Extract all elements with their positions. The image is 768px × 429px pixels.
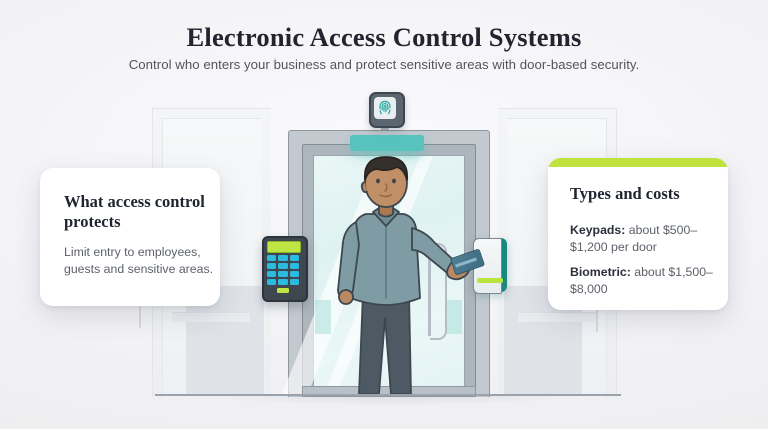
keypad-key[interactable] (289, 263, 299, 269)
info-card-access-protection: What access control protects Limit entry… (40, 168, 220, 306)
floor-line (155, 394, 621, 396)
left-card-connector (139, 306, 141, 328)
glass-tint-left (315, 300, 331, 334)
left-card-body: Limit entry to employees, guests and sen… (64, 245, 214, 277)
keypad-key[interactable] (267, 271, 277, 277)
left-ledge (172, 312, 250, 322)
cost-row-keypads-value: about $500–$1,200 per door (570, 223, 698, 255)
fingerprint-icon (374, 97, 396, 119)
floor-shadow (200, 396, 580, 406)
page-subtitle: Control who enters your business and pro… (128, 57, 640, 72)
page-title: Electronic Access Control Systems (186, 22, 582, 52)
door-handle-bar (428, 243, 431, 336)
cost-row-biometric-label: Biometric: (570, 265, 631, 279)
keypad-key[interactable] (289, 271, 299, 277)
cost-row-keypads: Keypads: about $500–$1,200 per door (570, 222, 722, 257)
door-handle[interactable] (430, 243, 447, 340)
keypad-enter-key[interactable] (277, 288, 289, 293)
right-card-connector (596, 310, 598, 332)
cost-row-biometric-value: about $1,500–$8,000 (570, 265, 713, 297)
keypad-display (267, 241, 301, 253)
card-reader-led (477, 278, 503, 283)
glass-tint-right (447, 300, 462, 334)
door-threshold (302, 386, 476, 397)
card-accent-bar (548, 158, 728, 167)
keypad-key[interactable] (267, 263, 277, 269)
keypad-key[interactable] (278, 263, 288, 269)
sensor-glow (344, 148, 430, 164)
keypad-key[interactable] (278, 271, 288, 277)
right-card-heading: Types and costs (570, 184, 680, 203)
left-card-heading: What access control protects (64, 192, 205, 232)
keypad-key-grid[interactable] (267, 255, 299, 285)
keypad-key[interactable] (267, 255, 277, 261)
keypad-key[interactable] (278, 255, 288, 261)
keypad-key[interactable] (289, 255, 299, 261)
cost-row-biometric: Biometric: about $1,500–$8,000 (570, 264, 722, 299)
keypad-key[interactable] (278, 279, 288, 285)
door-sensor-bar (350, 135, 424, 151)
keypad-key[interactable] (267, 279, 277, 285)
keypad-key[interactable] (289, 279, 299, 285)
right-ledge (518, 312, 596, 322)
info-card-types-and-costs: Types and costs Keypads: about $500–$1,2… (548, 158, 728, 310)
cost-row-keypads-label: Keypads: (570, 223, 626, 237)
